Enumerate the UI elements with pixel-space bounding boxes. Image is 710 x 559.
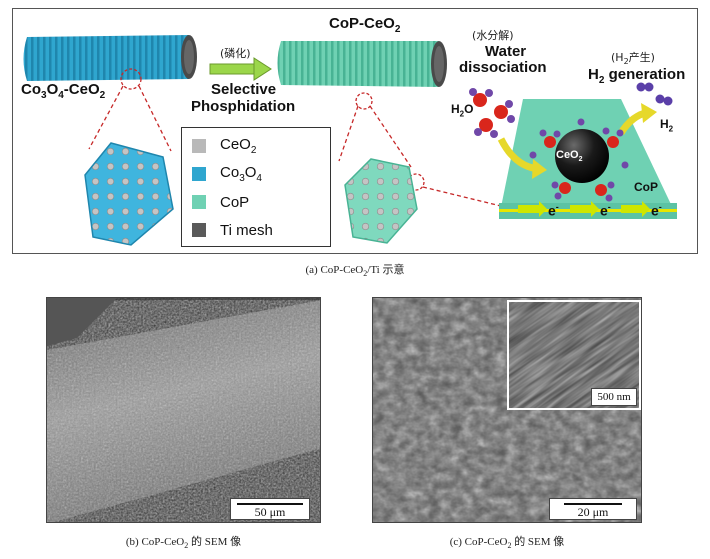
selective-label: Selective xyxy=(211,81,276,98)
sem-c-inset: 500 nm xyxy=(507,300,641,410)
phosphidation-cn-label: (磷化) xyxy=(220,45,251,61)
h2-generation-label: H2 generation xyxy=(588,66,685,86)
phosphidation-arrow xyxy=(210,58,271,80)
h2-generation-cn-label: (H2产生) xyxy=(611,49,655,66)
scale-bar-c-label: 20 μm xyxy=(550,505,636,520)
h2o-label: H2O xyxy=(451,102,473,118)
scale-bar-b: 50 μm xyxy=(230,498,310,520)
ceo2-particle-label: CeO2 xyxy=(556,149,583,163)
electron-label-1: e- xyxy=(548,202,559,219)
legend-item-ti-mesh: Ti mesh xyxy=(192,220,273,240)
co3o4-ceo2-nanorod xyxy=(24,35,198,81)
legend-swatch-ti-mesh xyxy=(192,223,206,237)
free-water-molecules xyxy=(469,88,515,138)
dissociation-label: dissociation xyxy=(459,59,547,76)
sem-image-c: 500 nm 20 μm xyxy=(372,297,642,523)
sem-image-b: 50 μm xyxy=(46,297,321,523)
phosphidation-label: Phosphidation xyxy=(191,98,295,115)
cop-hexagon-closeup xyxy=(345,159,417,243)
legend-item-co3o4: Co3O4 xyxy=(192,164,262,184)
legend-swatch-ceo2 xyxy=(192,139,206,153)
electron-label-2: e- xyxy=(600,202,611,219)
cop-platform-label: CoP xyxy=(634,180,658,194)
legend-item-ceo2: CeO2 xyxy=(192,136,256,156)
cop-ceo2-label: CoP-CeO2 xyxy=(329,15,400,35)
h2-product-label: H2 xyxy=(660,117,673,133)
schematic-panel: Co3O4-CeO2 (磷化) Selective Phosphidation … xyxy=(12,8,698,254)
caption-c: (c) CoP-CeO2 的 SEM 像 xyxy=(372,533,642,550)
electron-label-3: e- xyxy=(651,202,662,219)
caption-b: (b) CoP-CeO2 的 SEM 像 xyxy=(46,533,321,550)
sem-b-texture xyxy=(47,298,321,523)
co3o4-ceo2-label: Co3O4-CeO2 xyxy=(21,81,105,101)
material-legend: CeO2 Co3O4 CoP Ti mesh xyxy=(181,127,331,247)
legend-item-cop: CoP xyxy=(192,192,249,212)
water-dissociation-cn-label: (水分解) xyxy=(472,27,514,43)
scale-bar-b-label: 50 μm xyxy=(231,505,309,520)
schematic-graphics xyxy=(13,9,699,255)
cop-ceo2-nanorod xyxy=(278,41,448,87)
h2-out-arrowhead xyxy=(641,103,657,123)
caption-a: (a) CoP-CeO2/Ti 示意 xyxy=(0,261,710,278)
water-label: Water xyxy=(485,43,526,60)
co3o4-hexagon-closeup xyxy=(85,143,173,245)
legend-swatch-co3o4 xyxy=(192,167,206,181)
legend-swatch-cop xyxy=(192,195,206,209)
scale-bar-c: 20 μm xyxy=(549,498,637,520)
scale-bar-inset: 500 nm xyxy=(591,388,637,406)
scale-bar-inset-label: 500 nm xyxy=(597,391,630,403)
